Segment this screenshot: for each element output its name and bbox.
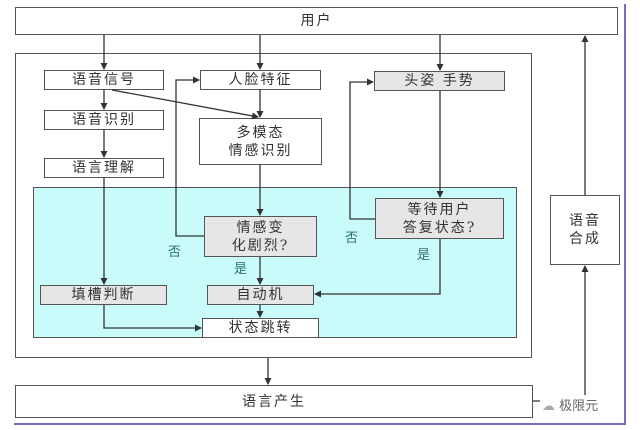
arrow-signal-to-multimodal — [111, 89, 259, 120]
wechat-icon: ☁ — [542, 399, 555, 414]
arrow-slot-to-state — [103, 305, 202, 332]
node-multimodal-emotion: 多模态 情感识别 — [199, 118, 322, 165]
arrow-await-yes-to-automaton — [314, 239, 441, 298]
node-user: 用户 — [15, 7, 618, 35]
arrow-await-no-loop — [349, 78, 375, 220]
node-slot-filling-label: 填槽判断 — [71, 287, 136, 303]
node-face-features-label: 人脸特征 — [228, 72, 293, 88]
arrow-emotion-no-loop — [175, 76, 204, 237]
emotion-no-label: 否 — [168, 245, 182, 260]
node-automaton: 自动机 — [207, 285, 314, 305]
node-state-transition-label: 状态跳转 — [228, 320, 293, 336]
node-state-transition: 状态跳转 — [202, 318, 319, 338]
node-speech-synthesis: 语音 合成 — [550, 195, 620, 265]
node-await-reply-label: 等待用户 答复状态? — [402, 201, 477, 236]
node-language-generation: 语言产生 — [15, 385, 533, 418]
node-speech-signal-label: 语音信号 — [72, 72, 136, 88]
node-speech-recognition: 语音识别 — [44, 110, 164, 130]
node-speech-signal: 语音信号 — [44, 70, 164, 90]
emotion-yes-label: 是 — [234, 262, 248, 277]
node-language-understanding: 语言理解 — [44, 158, 164, 178]
watermark: ☁ 极限元 — [540, 395, 601, 414]
node-emotion-change-decision: 情感变 化剧烈? — [204, 216, 317, 257]
node-await-reply-decision: 等待用户 答复状态? — [375, 198, 504, 239]
node-head-gesture-label: 头姿 手势 — [404, 73, 475, 89]
arrow-generation-to-synthesis — [533, 265, 589, 402]
node-automaton-label: 自动机 — [236, 287, 285, 303]
node-slot-filling: 填槽判断 — [40, 285, 167, 305]
await-no-label: 否 — [345, 231, 359, 246]
node-speech-synthesis-label: 语音 合成 — [569, 213, 601, 247]
node-head-gesture: 头姿 手势 — [374, 71, 505, 91]
node-user-label: 用户 — [300, 13, 333, 29]
node-speech-recognition-label: 语音识别 — [72, 112, 136, 128]
watermark-text: 极限元 — [559, 399, 599, 414]
node-language-generation-label: 语言产生 — [242, 393, 306, 410]
node-multimodal-emotion-label: 多模态 情感识别 — [228, 124, 293, 159]
node-face-features: 人脸特征 — [200, 70, 321, 90]
node-emotion-change-label: 情感变 化剧烈? — [231, 219, 290, 254]
await-yes-label: 是 — [417, 248, 431, 263]
frame-accent-border — [14, 4, 626, 425]
node-language-understanding-label: 语言理解 — [72, 160, 136, 176]
